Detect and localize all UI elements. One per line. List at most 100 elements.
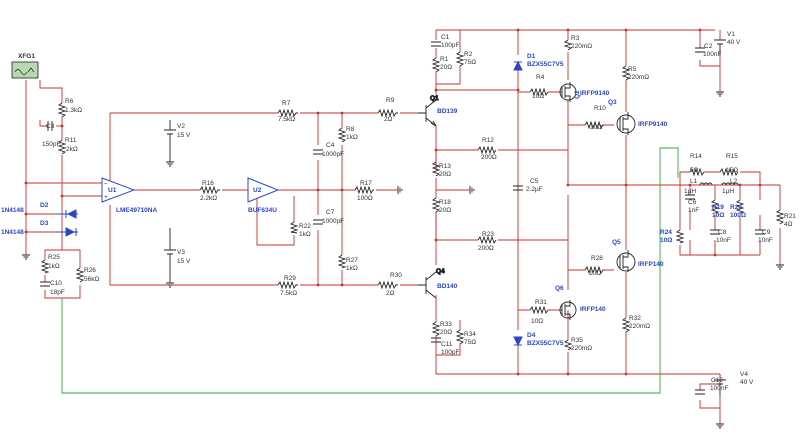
r1-ref: R1	[440, 56, 449, 63]
q1-value: BD139	[437, 108, 458, 115]
r20-value: 100Ω	[730, 212, 746, 219]
r4-symbol	[529, 87, 549, 97]
v3-ref: V3	[177, 249, 185, 256]
c6-symbol	[685, 194, 695, 200]
r29-symbol	[277, 280, 298, 290]
l2-ref: L2	[730, 178, 738, 185]
mosfet-q3[interactable]: Q3	[608, 99, 636, 135]
feedback-wire	[61, 147, 679, 394]
supply-symbols	[164, 39, 726, 395]
r34-value: 75Ω	[464, 339, 476, 346]
r10-symbol	[584, 120, 604, 130]
r7-symbol	[277, 108, 298, 118]
c10-symbol	[40, 281, 50, 287]
r14-symbol	[689, 167, 705, 177]
r5-ref: R5	[628, 66, 637, 73]
r32-ref: R32	[629, 315, 641, 322]
bjt-q1[interactable]: Q1	[418, 95, 440, 127]
r11-symbol	[57, 139, 67, 155]
r31-ref: R31	[535, 299, 547, 306]
v3-symbol	[164, 228, 176, 283]
c7-symbol	[313, 219, 323, 225]
r24-ref: R24	[660, 229, 672, 236]
v1-ref: V1	[727, 31, 735, 38]
c2-ref: C2	[704, 43, 713, 50]
r6-symbol	[57, 102, 67, 118]
r9-value: 2Ω	[384, 116, 393, 123]
d3-value: 1N4148	[1, 229, 24, 236]
r6-value: 1.3kΩ	[65, 107, 82, 114]
opamp-u2[interactable]: U2	[247, 177, 280, 203]
c1-ref: C1	[441, 34, 450, 41]
r29-value: 7.5kΩ	[280, 290, 297, 297]
r12-ref: R12	[482, 137, 494, 144]
v1-symbol	[714, 39, 726, 56]
component-labels: R6 1.3kΩ C3 150pF R11 2kΩ D2 1N4148 D3 1…	[1, 31, 796, 392]
r7-ref: R7	[282, 100, 291, 107]
r32-value: 220mΩ	[629, 323, 650, 330]
r4-value: 10Ω	[532, 93, 544, 100]
r35-value: 220mΩ	[571, 345, 592, 352]
r15-ref: R15	[726, 153, 738, 160]
r17-value: 100Ω	[357, 195, 373, 202]
r35-ref: R35	[571, 337, 583, 344]
c12-ref: C12	[711, 377, 723, 384]
r23-value: 200Ω	[478, 245, 494, 252]
opamp-u1[interactable]: − + U1	[101, 177, 136, 203]
r17-symbol	[354, 185, 374, 195]
d2-value: 1N4148	[1, 207, 24, 214]
wires	[25, 29, 781, 424]
v4-ref: V4	[740, 371, 748, 378]
c6-ref: C6	[688, 199, 697, 206]
mosfet-q6[interactable]: Q6	[555, 285, 577, 320]
c12-value: 100nF	[710, 385, 728, 392]
r31-value: 10Ω	[531, 318, 543, 325]
c1-value: 100pF	[441, 42, 459, 49]
c9-ref: C9	[762, 229, 771, 236]
r25-symbol	[40, 259, 50, 274]
r13-value: 20Ω	[439, 171, 451, 178]
r30-ref: R30	[390, 272, 402, 279]
r9-ref: R9	[386, 97, 395, 104]
r14-value: 5Ω	[690, 167, 699, 174]
r12-value: 200Ω	[481, 154, 497, 161]
v3-value: 15 V	[177, 258, 191, 265]
bjt-q4[interactable]: Q4	[418, 268, 446, 299]
u2-value: BUF634U	[248, 207, 277, 214]
v4-symbol	[714, 379, 726, 395]
v4-value: 40 V	[740, 379, 754, 386]
r10-ref: R10	[594, 105, 606, 112]
r15-symbol	[719, 167, 739, 177]
c4-ref: C4	[326, 142, 335, 149]
q6-value: IRFP140	[580, 306, 606, 313]
r33-symbol	[431, 321, 441, 337]
r18-symbol	[431, 197, 441, 213]
r18-value: 20Ω	[439, 207, 451, 214]
r24-value: 10Ω	[660, 237, 672, 244]
l2-value: 1µH	[722, 188, 734, 195]
r4-ref: R4	[536, 74, 545, 81]
r19-symbol	[710, 199, 720, 214]
xfg1-label: XFG1	[18, 53, 35, 60]
d4-value: BZX55C7V5	[527, 340, 564, 347]
q3-value: IRFP9140	[638, 121, 668, 128]
d1-value: BZX55C7V5	[527, 61, 564, 68]
v2-symbol	[164, 120, 176, 162]
r28-ref: R28	[591, 255, 603, 262]
r32-symbol	[621, 317, 631, 333]
junction-dots	[24, 28, 762, 376]
r28-value: 10Ω	[589, 270, 601, 277]
l1-value: 1µH	[684, 188, 696, 195]
c5-symbol	[513, 185, 523, 191]
r31-symbol	[529, 305, 549, 315]
l2-symbol	[721, 182, 739, 186]
mosfet-q5[interactable]: Q5	[612, 239, 636, 272]
r34-ref: R34	[464, 331, 476, 338]
q4-value: BD140	[437, 283, 458, 290]
r27-ref: R27	[346, 257, 358, 264]
r9-symbol	[377, 108, 398, 118]
ground-symbols	[22, 91, 784, 429]
mosfet-q2[interactable]: Q2	[559, 82, 581, 102]
c10-value: 18pF	[50, 289, 65, 296]
function-generator-xfg1[interactable]: XFG1	[11, 53, 39, 79]
